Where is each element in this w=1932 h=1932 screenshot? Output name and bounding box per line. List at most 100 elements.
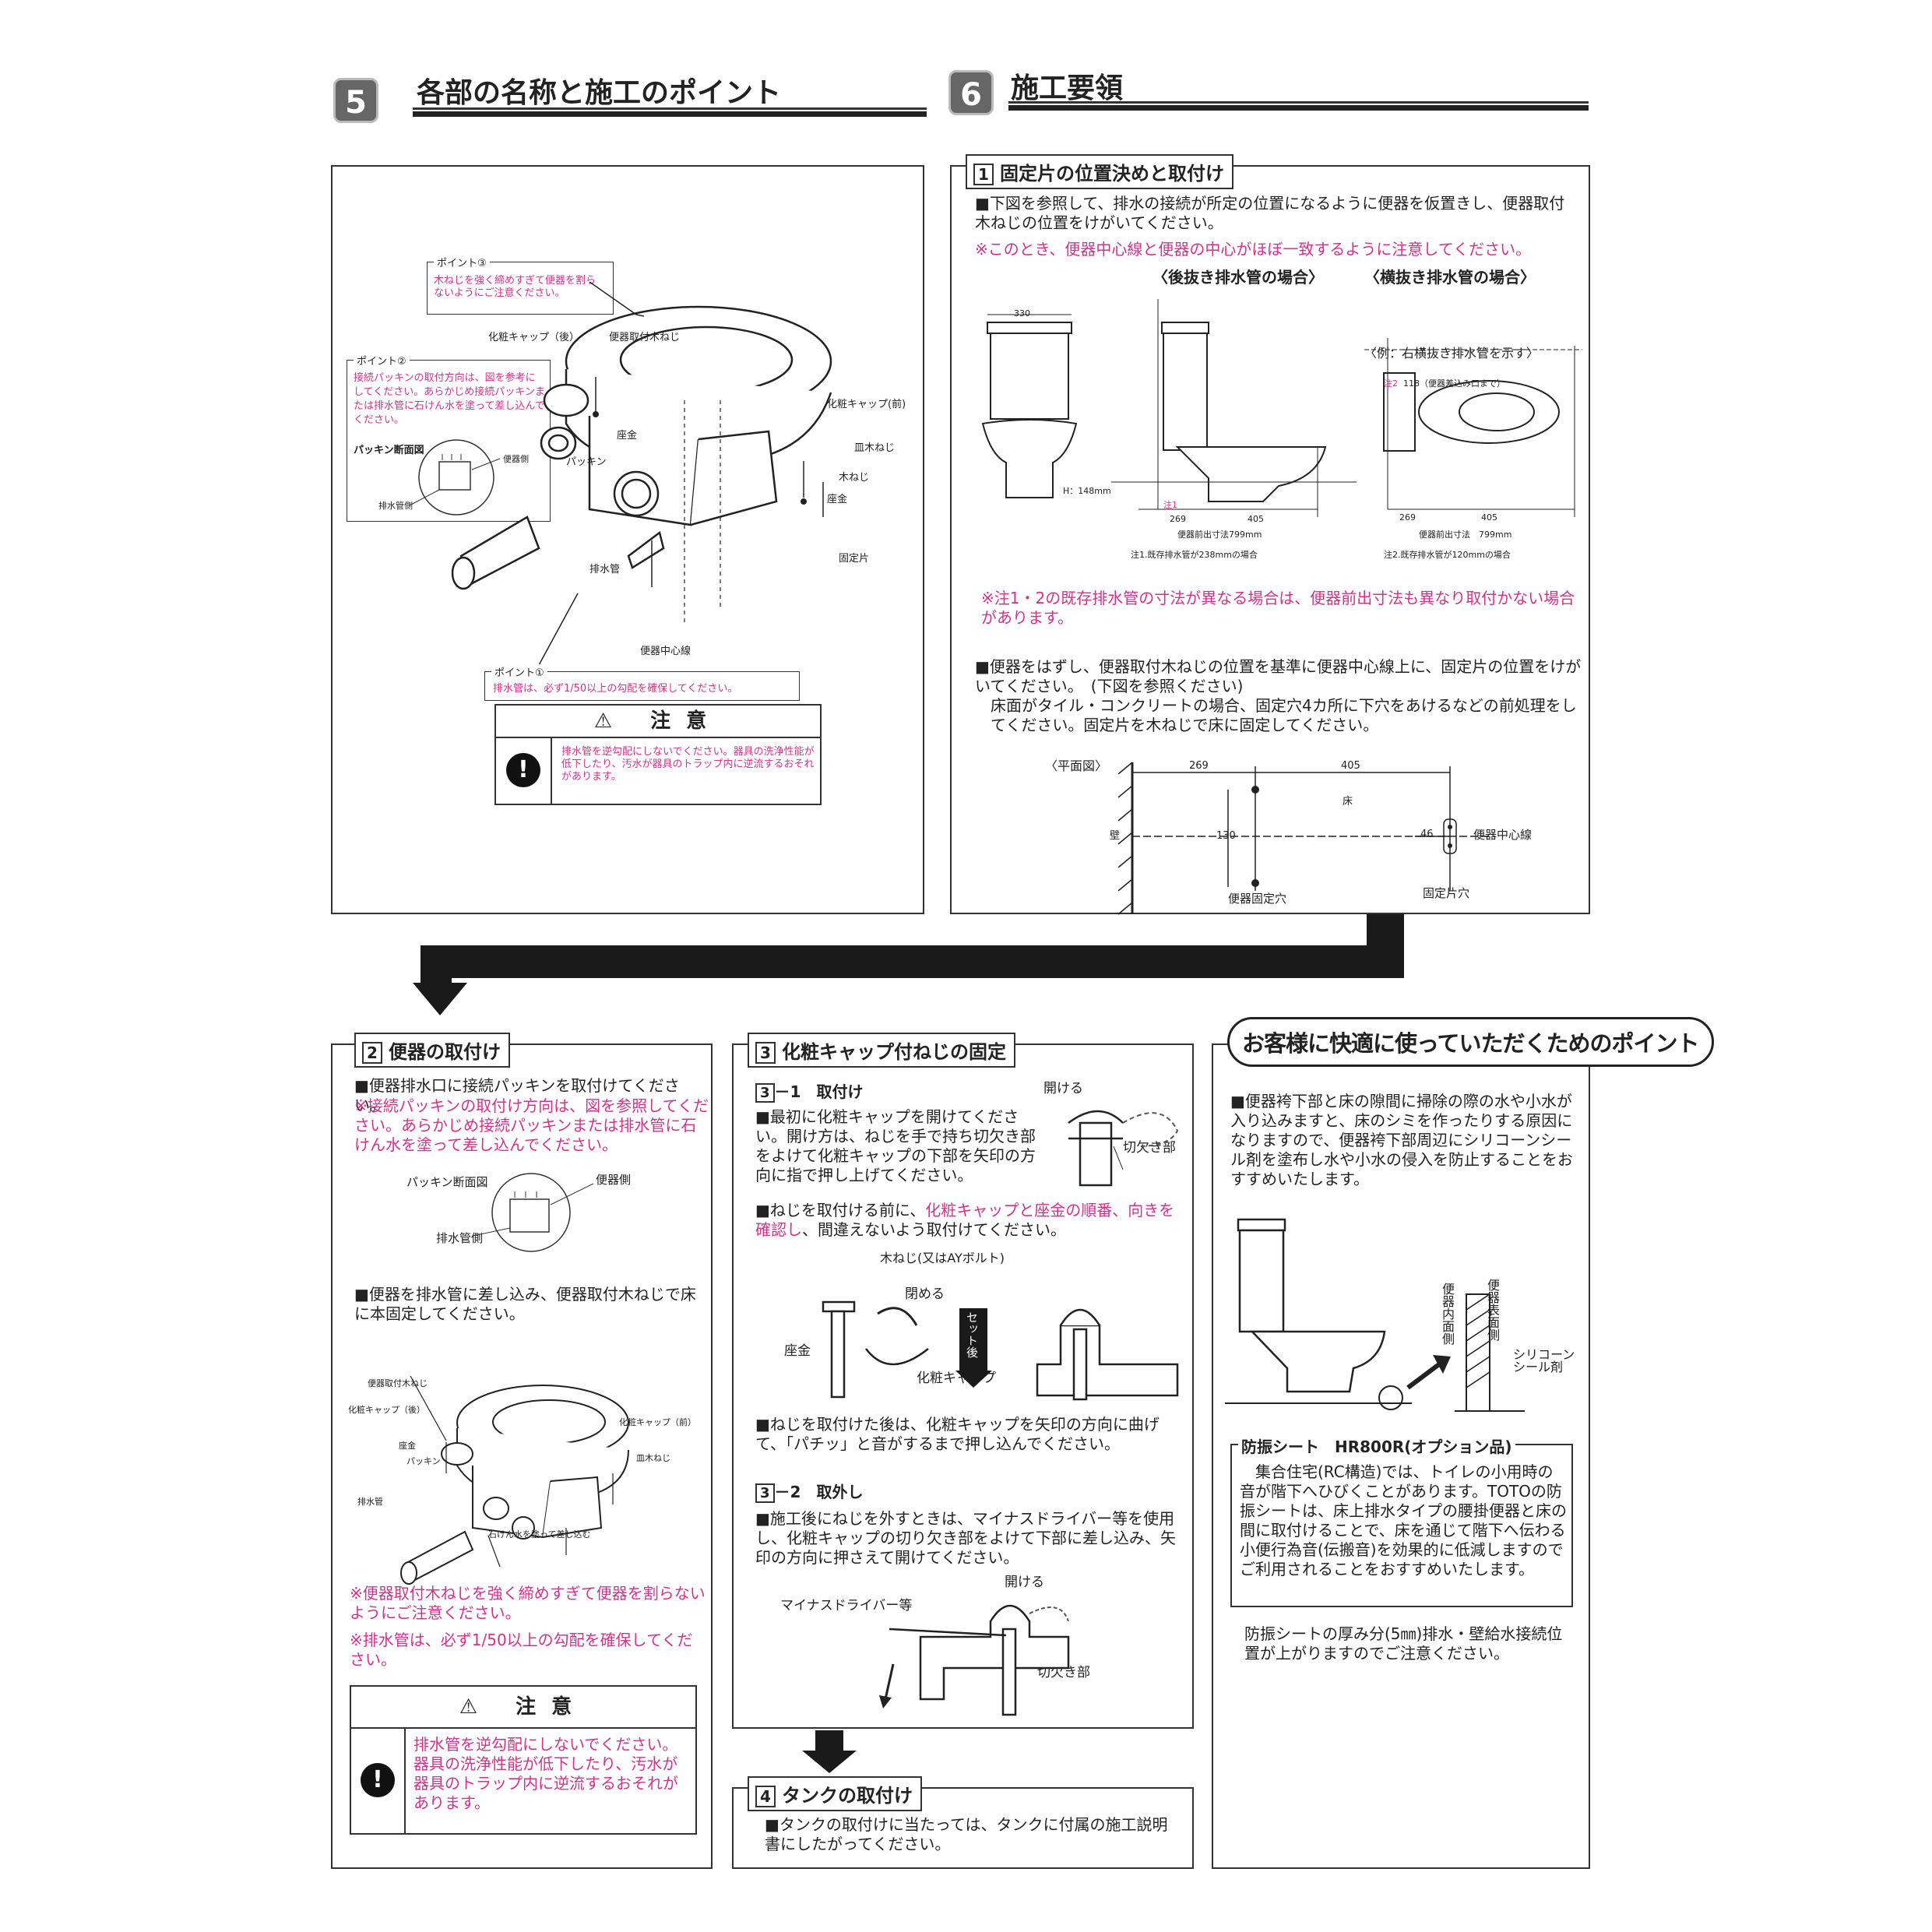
point-3-box: ポイント③ 木ねじを強く締めすぎて便器を割らないようにご注意ください。: [427, 255, 614, 315]
step4-para: ■タンクの取付けに当たっては、タンクに付属の施工説明書にしたがってください。: [765, 1815, 1168, 1853]
dim-total1: 便器前出寸法799mm: [1177, 530, 1262, 540]
case-side-label: 〈横抜き排水管の場合〉: [1364, 268, 1536, 287]
step2-note1: ※接続パッキンの取付け方向は、図を参照してください。あらかじめ接続パッキンまたは…: [354, 1096, 709, 1154]
step3-open-label: 開ける: [1043, 1081, 1083, 1096]
cap-open-diagram: [1068, 1110, 1179, 1187]
flow-arrow: [413, 914, 1404, 1015]
step3-washer: 座金: [784, 1343, 811, 1359]
step2-packing: パッキン: [406, 1456, 441, 1466]
drain-pipe-label: 排水管: [589, 564, 621, 575]
dim-269b: 269: [1399, 512, 1416, 523]
comfort-para: ■便器袴下部と床の隙間に掃除の際の水や小水が入り込みますと、床のシミを作ったりす…: [1230, 1092, 1573, 1188]
step2-note2: ※便器取付木ねじを強く締めすぎて便器を割らないようにご注意ください。: [350, 1584, 706, 1622]
step3-open2: 開ける: [1005, 1575, 1044, 1590]
parts-caution-text: 排水管を逆勾配にしないでください。器具の洗浄性能が低下したり、汚水が器具のトラッ…: [561, 746, 815, 783]
plan-view-diagram: [1117, 762, 1489, 915]
step2-para1: ■便器排水口に接続パッキンを取付けてください。: [354, 1076, 680, 1114]
dim-330: 330: [1014, 308, 1030, 318]
dim-405: 405: [1248, 514, 1264, 524]
packing-section-label: パッキン断面図: [354, 445, 424, 456]
step2-toilet-diagram: [400, 1375, 629, 1585]
step2-soap: 石けん水を塗って差し込む: [488, 1529, 591, 1540]
outer-side-label: 便器表面側: [1485, 1279, 1500, 1341]
step1-para1: ■下図を参照して、排水の接続が所定の位置になるように便器を仮置きし、便器取付木ね…: [975, 194, 1565, 232]
step2-note3: ※排水管は、必ず1/50以上の勾配を確保してください。: [350, 1631, 693, 1669]
step3-sub1: 3－1 取付け: [755, 1082, 863, 1103]
dim-caption2: 注2.既存排水管が120mmの場合: [1384, 550, 1511, 560]
step3-notch2: 切欠き部: [1037, 1665, 1090, 1680]
parts-caution-box: ⚠ 注意 ! 排水管を逆勾配にしないでください。器具の洗浄性能が低下したり、汚水…: [494, 704, 822, 805]
comfort-title: お客様に快適に使っていただくためのポイント: [1227, 1017, 1714, 1067]
cap-front-label: 化粧キャップ(前): [827, 399, 906, 410]
point-1-label: ポイント①: [491, 664, 547, 679]
sheet-text: 集合住宅(RC構造)では、トイレの小用時の音が階下へひびくことがあります。TOT…: [1240, 1462, 1567, 1578]
dim-118: 118（便器差込み口まで）: [1403, 378, 1505, 389]
step2-caution-head: ⚠ 注意: [351, 1687, 695, 1729]
wood-screw-label: 木ねじ: [839, 472, 870, 484]
section-6-number: 6: [948, 70, 994, 115]
point-2-label: ポイント②: [354, 353, 410, 368]
dish-screw-label: 皿木ねじ: [854, 442, 896, 454]
step4-arrow: [802, 1730, 857, 1773]
case-rear-label: 〈後抜き排水管の場合〉: [1153, 268, 1324, 287]
dim-total2: 便器前出寸法 799mm: [1419, 530, 1512, 540]
step2-dish-screw: 皿木ねじ: [636, 1453, 670, 1463]
inner-side-label: 便器内面側: [1440, 1283, 1455, 1345]
dim-h: H：148mm: [1063, 486, 1111, 496]
step2-bowl-screw: 便器取付木ねじ: [368, 1378, 428, 1388]
packing-label: パッキン: [566, 456, 607, 468]
step1-dims-note: ※注1・2の既存排水管の寸法が異なる場合は、便器前出寸法も異なり取付かない場合が…: [981, 589, 1575, 627]
step2-drain-pipe: 排水管: [357, 1497, 383, 1507]
dim-note1: 注1: [1163, 500, 1177, 510]
packing-section-diagram: [409, 439, 501, 516]
step3-notch-label: 切欠き部: [1123, 1140, 1176, 1156]
plan-wall: 壁: [1110, 830, 1121, 842]
section-5-title: 各部の名称と施工のポイント: [417, 77, 782, 109]
step2-packing-label: パッキン断面図: [406, 1175, 488, 1189]
dim-caption1: 注1.既存排水管が238mmの場合: [1131, 550, 1258, 560]
point-3-text: 木ねじを強く締めすぎて便器を割らないようにご注意ください。: [434, 275, 596, 299]
plan-46: 46: [1420, 829, 1434, 840]
cap-set-diagram: [822, 1300, 1179, 1401]
step2-cap-rear: 化粧キャップ（後）: [348, 1405, 425, 1415]
step3-sub2: 3－2 取外し: [755, 1483, 863, 1503]
plan-floor: 床: [1343, 796, 1353, 808]
plan-center-line: 便器中心線: [1473, 828, 1533, 842]
cap-rear-label: 化粧キャップ（後）: [488, 332, 580, 343]
exclamation-icon: !: [351, 1727, 406, 1833]
step2-drain-side: 排水管側: [436, 1231, 484, 1245]
step2-para2: ■便器を排水管に差し込み、便器取付木ねじで床に本固定してください。: [354, 1285, 696, 1323]
step2-toilet-side: 便器側: [596, 1173, 632, 1187]
step3-para2: ■ねじを取付ける前に、化粧キャップと座金の順番、向きを確認し、間違えないよう取付…: [755, 1201, 1175, 1239]
washer-label: 座金: [617, 430, 638, 442]
step3-close: 閉める: [905, 1286, 945, 1302]
point-2-box: ポイント② 接続パッキンの取付方向は、図を参考にしてください。あらかじめ接続パッ…: [347, 353, 551, 522]
step2-cap-front: 化粧キャップ（前）: [619, 1417, 696, 1427]
parts-caution-head: ⚠ 注意: [496, 706, 820, 738]
step3-para4: ■施工後にねじを外すときは、マイナスドライバー等を使用し、化粧キャップの切り欠き…: [755, 1509, 1176, 1567]
sheet-title: 防振シート HR800R(オプション品): [1238, 1434, 1515, 1457]
plan-130: 130: [1216, 830, 1236, 842]
sheet-box: 防振シート HR800R(オプション品) 集合住宅(RC構造)では、トイレの小用…: [1230, 1434, 1573, 1607]
step2-washer: 座金: [399, 1441, 416, 1451]
drain-side-label: 排水管側: [378, 501, 413, 511]
silicone-diagram: [1225, 1218, 1525, 1412]
dim-405b: 405: [1481, 512, 1497, 523]
step2-packing-diagram: [472, 1173, 594, 1252]
plan-hole: 便器固定穴: [1228, 892, 1287, 906]
step2-caution-text: 排水管を逆勾配にしないでください。器具の洗浄性能が低下したり、汚水が器具のトラッ…: [413, 1735, 678, 1812]
plan-269: 269: [1189, 760, 1209, 772]
bowl-screw-label: 便器取付木ねじ: [609, 332, 681, 343]
point-1-text: 排水管は、必ず1/50以上の勾配を確保してください。: [493, 683, 738, 695]
plan-label: 〈平面図〉: [1045, 758, 1108, 773]
center-line-label: 便器中心線: [640, 646, 692, 657]
exclamation-icon: !: [496, 737, 552, 804]
